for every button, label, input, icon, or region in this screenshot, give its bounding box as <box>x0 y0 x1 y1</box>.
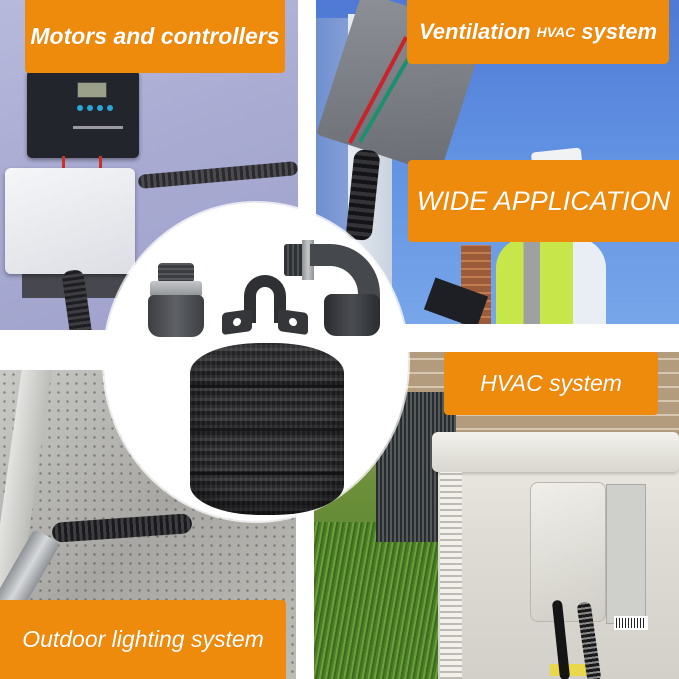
barcode <box>614 616 648 630</box>
charge-controller <box>27 70 139 158</box>
red-wires <box>62 156 102 168</box>
controller-model-text <box>73 126 123 129</box>
label-wide-application: WIDE APPLICATION <box>408 160 679 242</box>
label-text: HVAC system <box>480 370 622 396</box>
mini-split-top <box>432 432 679 472</box>
junction-box <box>5 168 135 274</box>
label-text: Motors and controllers <box>30 23 280 49</box>
coil-band <box>190 472 344 475</box>
coil-band <box>190 385 344 388</box>
conduit-strap <box>222 275 308 336</box>
wall-conduit <box>137 161 298 189</box>
label-text: system <box>581 19 658 44</box>
service-cover-panel <box>530 482 606 622</box>
label-ventilation-hvac: Ventilation HVAC system <box>407 0 669 64</box>
label-text: WIDE APPLICATION <box>416 185 671 216</box>
controller-buttons <box>77 105 113 111</box>
warning-label <box>550 664 590 676</box>
mini-split-grille <box>440 472 462 679</box>
straight-connector <box>148 263 204 337</box>
label-motors-controllers: Motors and controllers <box>25 0 285 73</box>
worker-safety-vest <box>496 238 606 324</box>
label-text: Ventilation <box>418 19 531 44</box>
label-text: Outdoor lighting system <box>22 626 264 652</box>
elbow-connector <box>284 238 394 338</box>
label-text-small: HVAC <box>536 24 576 40</box>
controller-lcd <box>77 82 107 98</box>
grass-lawn <box>314 522 454 679</box>
spec-label <box>606 484 646 624</box>
label-hvac-system: HVAC system <box>444 352 658 415</box>
coil-band <box>190 428 344 431</box>
label-outdoor-lighting: Outdoor lighting system <box>0 600 286 679</box>
